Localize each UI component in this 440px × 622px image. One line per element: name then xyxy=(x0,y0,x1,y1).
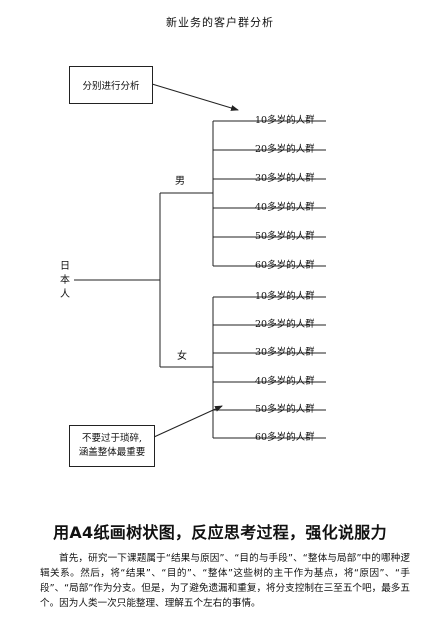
diagram-title: 新业务的客户群分析 xyxy=(166,16,274,29)
leaf-label: 60多岁的人群 xyxy=(255,260,315,271)
branch-label-female: 女 xyxy=(177,351,187,362)
tree-diagram: 新业务的客户群分析 分别进行分析 不要过于琐碎, 涵盖整体最重要 日 本 人 男… xyxy=(60,16,326,467)
note-box-bottom: 不要过于琐碎, 涵盖整体最重要 xyxy=(69,425,155,467)
note-box-top: 分别进行分析 xyxy=(69,66,153,104)
leaf-label: 60多岁的人群 xyxy=(255,432,315,443)
leaf-label: 50多岁的人群 xyxy=(255,404,315,415)
leaf-label: 20多岁的人群 xyxy=(255,319,315,330)
leaf-label: 30多岁的人群 xyxy=(255,173,315,184)
leaf-label: 50多岁的人群 xyxy=(255,231,315,242)
leaf-label: 10多岁的人群 xyxy=(255,115,315,126)
root-label: 日 本 人 xyxy=(60,261,70,300)
caption-paragraph: 首先，研究一下课题属于“结果与原因”、“目的与手段”、“整体与局部”中的哪种逻辑… xyxy=(40,553,410,609)
caption-headline: 用A4纸画树状图，反应思考过程，强化说服力 xyxy=(53,523,387,542)
leaf-label: 20多岁的人群 xyxy=(255,144,315,155)
leaf-label: 30多岁的人群 xyxy=(255,347,315,358)
leaf-label: 40多岁的人群 xyxy=(255,202,315,213)
leaf-label: 40多岁的人群 xyxy=(255,376,315,387)
arrow-top xyxy=(151,83,239,111)
tree-lines xyxy=(74,83,326,439)
branch-label-male: 男 xyxy=(175,176,185,187)
arrow-bottom xyxy=(153,405,223,438)
leaf-label: 10多岁的人群 xyxy=(255,291,315,302)
